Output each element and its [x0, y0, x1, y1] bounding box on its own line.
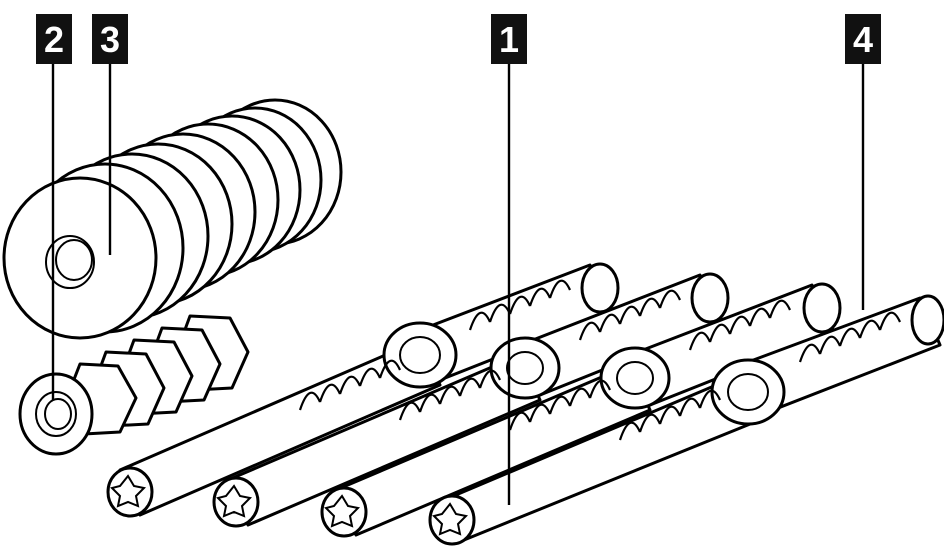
callout-label-2: 2 — [44, 19, 64, 60]
hex-nut-stack — [18, 314, 250, 456]
callout-1: 1 — [491, 14, 527, 64]
rod-4 — [428, 294, 944, 546]
callout-3: 3 — [92, 14, 128, 64]
callout-label-4: 4 — [853, 19, 873, 60]
rod-1 — [106, 262, 620, 518]
washer-stack — [2, 98, 343, 340]
callout-label-1: 1 — [499, 19, 519, 60]
callout-4: 4 — [845, 14, 881, 64]
rod-3 — [320, 282, 842, 538]
callout-label-3: 3 — [100, 19, 120, 60]
callout-2: 2 — [36, 14, 72, 64]
